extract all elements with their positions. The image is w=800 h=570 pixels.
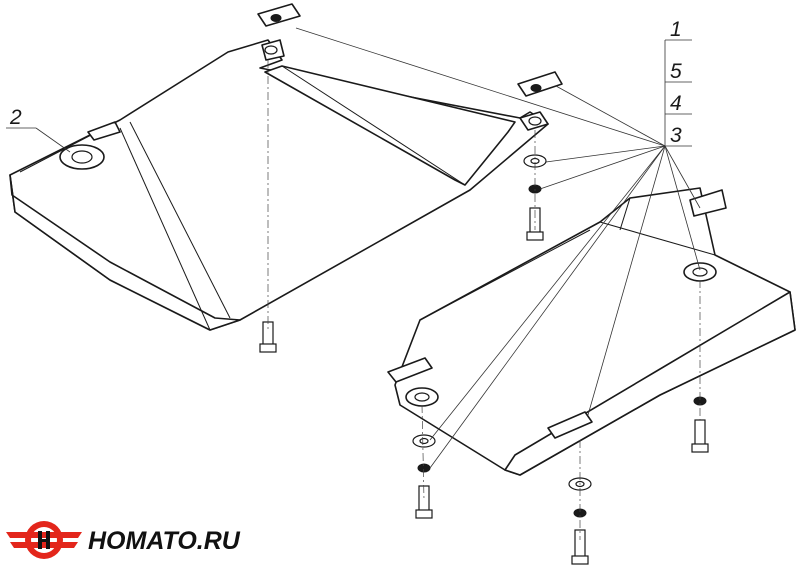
brand-logo: HOMATO.RU xyxy=(6,521,241,559)
fastener-stack-3 xyxy=(412,434,436,519)
callout-4: 4 xyxy=(670,92,682,115)
small-skid-plate xyxy=(387,187,796,476)
callout-2: 2 xyxy=(9,106,22,129)
nut-plate-right xyxy=(517,71,563,97)
callout-3: 3 xyxy=(670,124,682,147)
fastener-stack-5 xyxy=(691,396,709,453)
brand-name: HOMATO.RU xyxy=(88,527,241,555)
callout-labels: 1 5 4 3 2 xyxy=(9,18,682,147)
leader-lines xyxy=(6,27,701,469)
fastener-stack-2 xyxy=(259,321,277,353)
large-skid-plate xyxy=(9,39,549,331)
nut-plate-top xyxy=(257,3,301,27)
logo-emblem-icon xyxy=(6,521,82,559)
assembly-axes xyxy=(267,60,701,540)
callout-5: 5 xyxy=(670,60,682,83)
callout-1: 1 xyxy=(670,18,682,41)
